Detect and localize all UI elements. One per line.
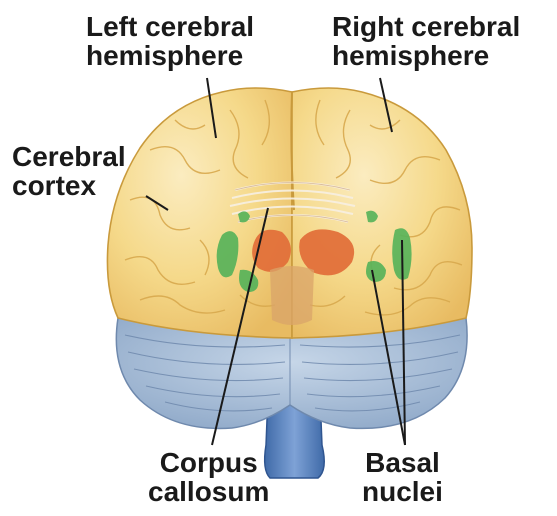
label-left-cerebral-hemisphere: Left cerebral hemisphere xyxy=(86,12,254,70)
label-corpus-callosum: Corpus callosum xyxy=(148,448,269,506)
label-right-cerebral-hemisphere: Right cerebral hemisphere xyxy=(332,12,520,70)
label-basal-nuclei: Basal nuclei xyxy=(362,448,443,506)
label-cerebral-cortex: Cerebral cortex xyxy=(12,142,126,200)
left-hemisphere xyxy=(107,88,292,338)
